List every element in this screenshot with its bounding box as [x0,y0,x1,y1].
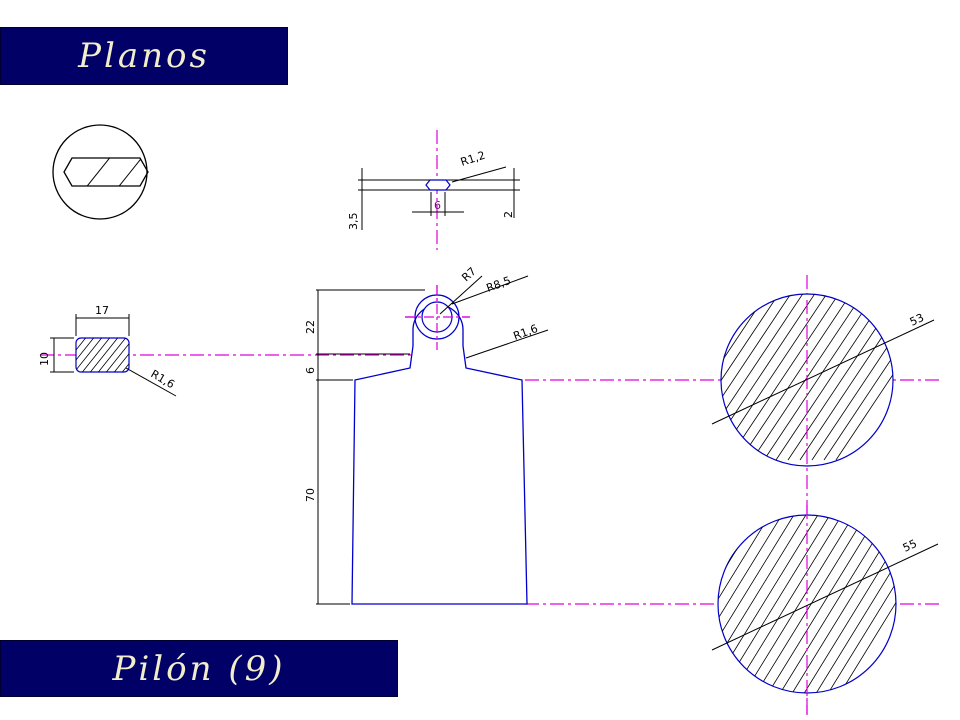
dim-top-height-left: 3,5 [347,213,360,231]
dim-top-width: 6 [434,199,441,212]
bar-section: 17 10 R1,6 [38,304,177,397]
leader-bar-radius [125,367,177,397]
leader-ring-inner-radius [439,275,483,315]
pilon-front-view: R7 R8,5 R1,6 22 6 70 [304,265,549,605]
dim-bar-width: 17 [95,304,109,317]
detail-profile [63,157,149,187]
bar-hatch [76,338,129,372]
dim-bar-radius: R1,6 [149,367,177,391]
dim-top-section-diameter: 53 [908,311,926,329]
detail-symbol [52,124,149,220]
leader-ring-outer-radius [451,275,529,305]
title-banner: Planos [0,27,288,85]
dim-top-height-right: 2 [502,211,515,218]
dim-neck-height: 6 [304,367,317,374]
dim-neck-radius: R1,6 [512,322,540,343]
dim-ring-height: 22 [304,320,317,334]
dim-line-top-diameter [711,319,935,425]
top-cross-section: 53 [711,293,935,467]
top-profile-view: R1,2 6 3,5 2 [347,130,520,250]
dim-top-radius: R1,2 [459,149,487,169]
pilon-outline [351,304,528,605]
dim-body-height: 70 [304,488,317,502]
leader-top-radius [451,166,507,183]
dim-bottom-section-diameter: 55 [901,537,919,555]
detail-circle [52,124,148,220]
caption-banner: Pilón (9) [0,640,398,697]
dim-line-bottom-diameter [711,543,939,651]
dim-ring-outer-radius: R8,5 [485,274,513,295]
caption-text: Pilón (9) [112,648,286,689]
top-slot-profile [425,179,451,191]
title-text: Planos [78,36,210,76]
bottom-cross-section: 55 [711,505,939,715]
detail-hatch [83,158,148,186]
dim-bar-height: 10 [38,352,51,366]
leader-neck-radius [465,329,549,359]
